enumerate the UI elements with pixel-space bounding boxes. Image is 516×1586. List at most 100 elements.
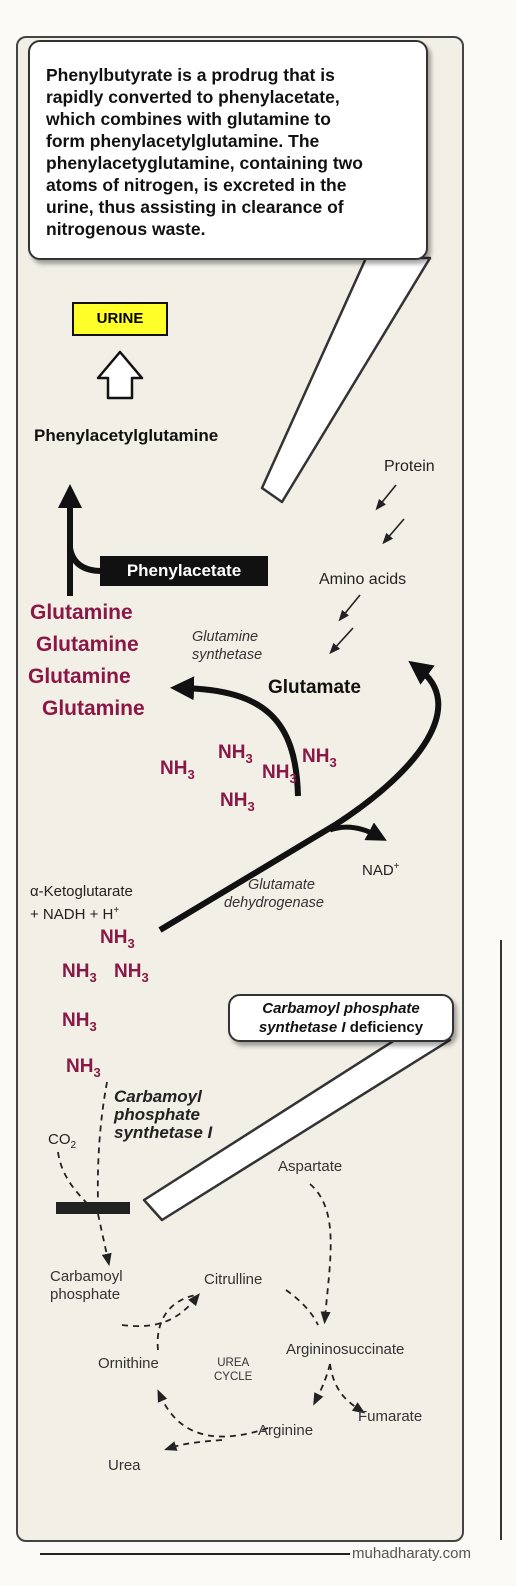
aspartate-label: Aspartate	[278, 1158, 343, 1175]
citrulline-label: Citrulline	[204, 1271, 263, 1288]
footer-watermark: muhadharaty.com	[352, 1545, 471, 1562]
glutamate-label: Glutamate	[268, 677, 361, 698]
callout-line: which combines with glutamine to	[46, 109, 331, 129]
ammonia-text: NH	[218, 742, 246, 763]
ammonia-text: NH	[262, 762, 290, 783]
ammonia-text: NH	[66, 1056, 94, 1077]
enzyme-line: Glutamate	[248, 877, 315, 893]
glutamine-label: Glutamine	[28, 665, 131, 688]
ornithine-to-citrulline-arrow	[156, 1294, 197, 1351]
ammonia-text: NH	[220, 790, 248, 811]
protein-arrow-2	[382, 518, 405, 545]
glutamine-label: Glutamine	[36, 633, 139, 656]
glutamate-dehydrogenase-arrow	[158, 660, 442, 933]
ammonia-label: NH3	[62, 1010, 97, 1034]
callout-line: urine, thus assisting in clearance of	[46, 197, 344, 217]
argininosuccinate-to-fumarate-arrow	[329, 1363, 366, 1414]
ammonia-text: NH	[302, 746, 330, 767]
hydrogen-superscript: +	[113, 905, 120, 916]
arginine-label: Arginine	[258, 1422, 314, 1439]
ammonia-text: NH	[62, 961, 90, 982]
ammonia-label: NH3	[160, 758, 195, 782]
citrulline-to-argininosuccinate-arrow	[285, 1289, 319, 1326]
co2-subscript: 2	[70, 1140, 77, 1151]
deficiency-line: Carbamoyl phosphate	[236, 999, 446, 1018]
protein-arrow-1	[375, 484, 397, 511]
ammonia-subscript: 3	[247, 798, 255, 814]
callout-line: rapidly converted to phenylacetate,	[46, 87, 340, 107]
ammonia-label: NH3	[114, 961, 149, 985]
cps1-deficiency-callout: Carbamoyl phosphate synthetase I deficie…	[228, 994, 454, 1042]
page-edge-line	[500, 940, 502, 1540]
co2-label: CO2	[48, 1131, 76, 1151]
urea-cycle-label: UREA CYCLE	[214, 1356, 252, 1384]
cps1-enzyme-label: Carbamoyl phosphate synthetase I	[114, 1088, 212, 1142]
ketoglutarate-line: α-Ketoglutarate	[30, 883, 133, 900]
enzyme-line: phosphate	[114, 1105, 200, 1124]
ammonia-subscript: 3	[289, 770, 297, 786]
glutamine-synthetase-arrow	[170, 676, 301, 797]
ammonia-label: NH3	[100, 927, 135, 951]
callout-line: Phenylbutyrate is a prodrug that is	[46, 65, 335, 85]
ammonia-subscript: 3	[127, 935, 135, 951]
amino-arrow-2	[329, 627, 354, 655]
arginine-to-urea-arrow	[164, 1439, 223, 1451]
deficiency-block-bar	[56, 1202, 130, 1214]
nad-label: NAD+	[362, 861, 400, 879]
argininosuccinate-to-arginine-arrow	[313, 1363, 331, 1406]
phenylacetylglutamine-label: Phenylacetylglutamine	[34, 426, 219, 445]
ammonia-text: NH	[160, 758, 188, 779]
footer-rule	[40, 1553, 350, 1555]
ketoglutarate-label: α-Ketoglutarate + NADH + H+	[30, 882, 133, 924]
enzyme-line: synthetase	[192, 647, 263, 663]
urea-cycle-line: UREA	[217, 1357, 250, 1369]
block-to-carbamoyl-arrow	[97, 1213, 112, 1267]
aspartate-to-argininosuccinate-arrow	[309, 1183, 332, 1325]
ammonia-text: NH	[114, 961, 142, 982]
callout-line: form phenylacetylglutamine. The	[46, 131, 320, 151]
argininosuccinate-label: Argininosuccinate	[286, 1341, 405, 1358]
glutamine-label: Glutamine	[30, 601, 133, 624]
urine-hollow-arrow	[96, 350, 144, 400]
ammonia-subscript: 3	[93, 1064, 101, 1080]
urea-cycle-line: CYCLE	[214, 1371, 253, 1383]
ornithine-label: Ornithine	[98, 1355, 159, 1372]
callout-line: atoms of nitrogen, is excreted in the	[46, 175, 347, 195]
co2-text: CO	[48, 1131, 71, 1148]
ammonia-subscript: 3	[245, 750, 253, 766]
ammonia-subscript: 3	[89, 1018, 97, 1034]
nh3-dashed-line	[96, 1081, 108, 1205]
carbamoyl-line: phosphate	[50, 1286, 121, 1303]
phenylacetate-join-curve	[67, 547, 103, 574]
ammonia-text: NH	[62, 1010, 90, 1031]
urine-box: URINE	[72, 302, 168, 336]
enzyme-line: Glutamine	[192, 629, 259, 645]
ammonia-subscript: 3	[329, 754, 337, 770]
carbamoyl-to-citrulline-arrow	[121, 1293, 200, 1327]
ammonia-label: NH3	[218, 742, 253, 766]
glutamate-dehydrogenase-label: Glutamate dehydrogenase	[224, 876, 324, 912]
arginine-to-ornithine-arrow	[157, 1389, 269, 1438]
nad-text: NAD	[362, 862, 394, 879]
ammonia-subscript: 3	[89, 969, 97, 985]
phenylbutyrate-callout: Phenylbutyrate is a prodrug that is rapi…	[28, 40, 428, 260]
ammonia-label: NH3	[262, 762, 297, 786]
fumarate-label: Fumarate	[358, 1408, 423, 1425]
glutamine-synthetase-label: Glutamine synthetase	[192, 628, 262, 664]
enzyme-line: dehydrogenase	[224, 895, 324, 911]
callout-line: phenylacetyglutamine, containing two	[46, 153, 363, 173]
ammonia-label: NH3	[220, 790, 255, 814]
urea-label: Urea	[108, 1457, 141, 1474]
ketoglutarate-line: + NADH + H+	[30, 901, 133, 924]
deficiency-line: synthetase I deficiency	[236, 1018, 446, 1037]
deficiency-italic: Carbamoyl phosphate	[262, 1000, 420, 1017]
amino-arrow-1	[338, 594, 361, 622]
ammonia-subscript: 3	[187, 766, 195, 782]
carbamoyl-line: Carbamoyl	[50, 1268, 123, 1285]
ammonia-subscript: 3	[141, 969, 149, 985]
ammonia-label: NH3	[62, 961, 97, 985]
deficiency-italic: synthetase I	[258, 1019, 346, 1036]
glutamine-label: Glutamine	[42, 697, 145, 720]
co2-dashed-line	[57, 1151, 94, 1211]
